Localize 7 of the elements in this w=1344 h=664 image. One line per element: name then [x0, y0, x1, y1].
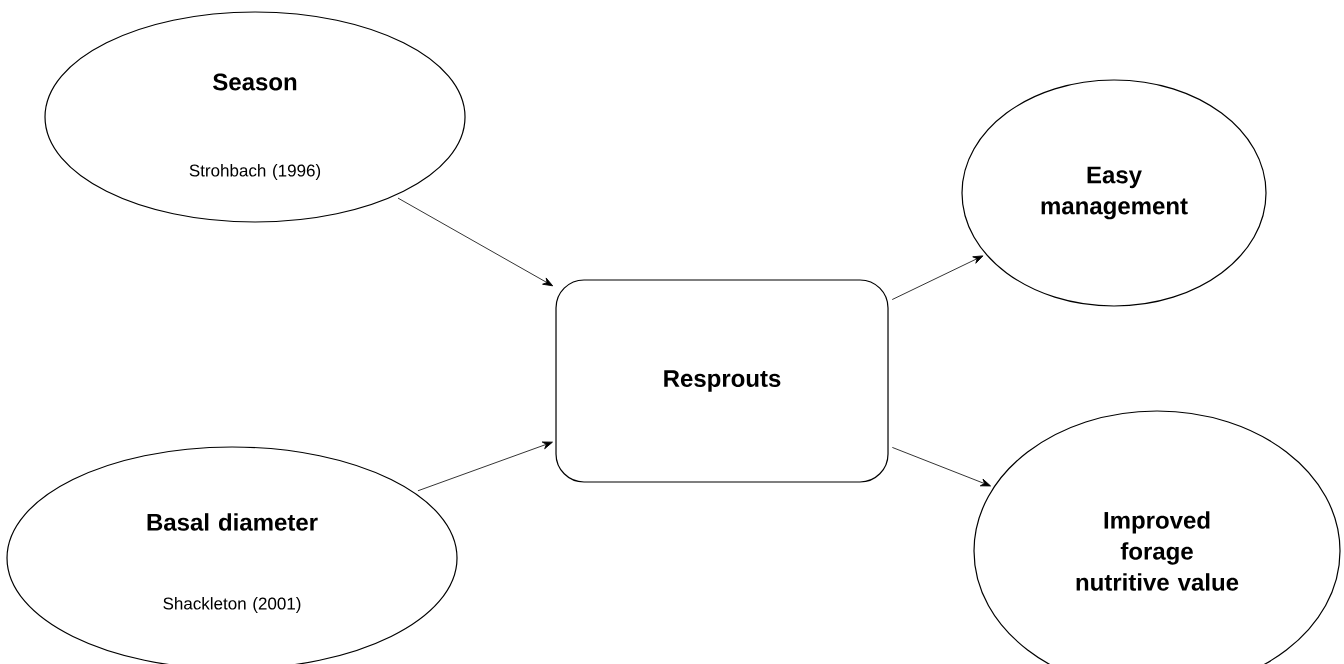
arrow	[397, 197, 554, 287]
arrow	[891, 447, 991, 487]
rounded-box: Resprouts	[555, 279, 889, 483]
arrow	[891, 255, 984, 300]
arrow	[417, 441, 553, 492]
ellipse-node: Easy management	[961, 79, 1267, 307]
ellipse-node: Season Strohbach (1996)	[44, 11, 466, 223]
